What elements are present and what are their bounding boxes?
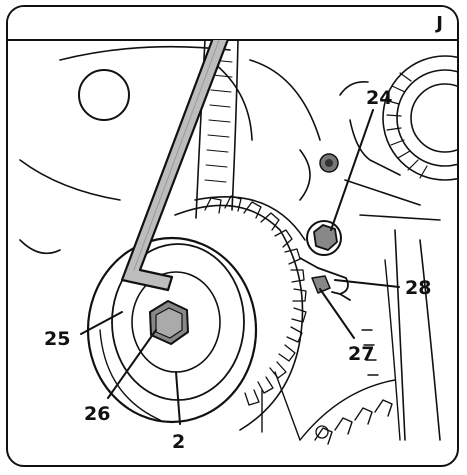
callout-25: 25 <box>44 328 70 350</box>
callout-2: 2 <box>172 431 185 453</box>
crankshaft-sprocket <box>174 195 307 441</box>
callout-26: 26 <box>84 403 110 425</box>
pin-27 <box>311 275 331 294</box>
callout-24: 24 <box>366 87 392 109</box>
callout-28: 28 <box>405 277 431 299</box>
bolt-head <box>319 153 339 173</box>
hex-key-tool <box>120 40 232 292</box>
bracket-28 <box>299 257 351 301</box>
bolt-24 <box>306 220 342 256</box>
header-bar: J <box>8 7 457 41</box>
tensioner-bolt <box>149 300 189 345</box>
camshaft-sprocket <box>382 55 457 181</box>
panel-letter: J <box>436 13 443 34</box>
callout-27: 27 <box>348 343 374 365</box>
lower-sprocket <box>299 379 396 445</box>
leader-lines <box>80 109 400 425</box>
timing-belt-right <box>361 259 401 441</box>
